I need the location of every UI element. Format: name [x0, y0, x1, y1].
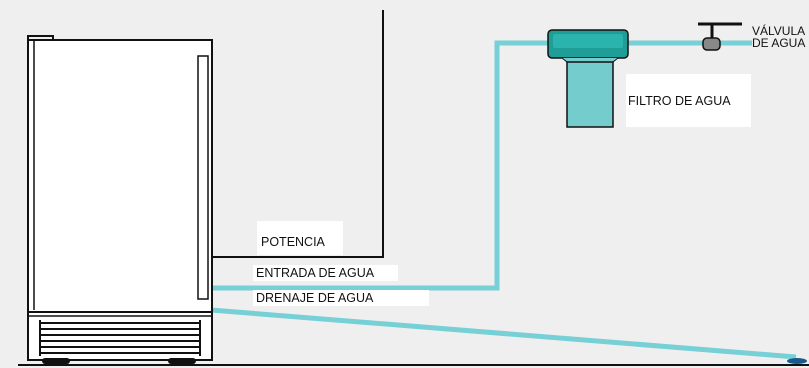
- drain-pipe: [210, 307, 797, 360]
- water-valve-label-line2: DE AGUA: [752, 36, 806, 50]
- water-inlet-label: ENTRADA DE AGUA: [253, 265, 398, 281]
- power-cord: [211, 10, 384, 258]
- water-drain-label: DRENAJE DE AGUA: [253, 290, 429, 306]
- ice-machine: [27, 35, 213, 364]
- water-valve: [698, 22, 742, 51]
- water-valve-label: VÁLVULA DE AGUA: [752, 25, 809, 49]
- power-label: POTENCIA: [257, 221, 343, 255]
- water-filter: [547, 29, 629, 128]
- floor-drain: [787, 358, 807, 364]
- door-handle: [197, 55, 209, 300]
- water-inlet-pipe: [211, 40, 552, 291]
- right-foot: [168, 358, 196, 364]
- water-valve-label-line1: VÁLVULA: [752, 24, 806, 38]
- water-filter-label: FILTRO DE AGUA: [626, 74, 751, 127]
- front-grille: [39, 320, 201, 356]
- left-foot: [42, 358, 70, 364]
- filter-cartridge: [566, 61, 614, 128]
